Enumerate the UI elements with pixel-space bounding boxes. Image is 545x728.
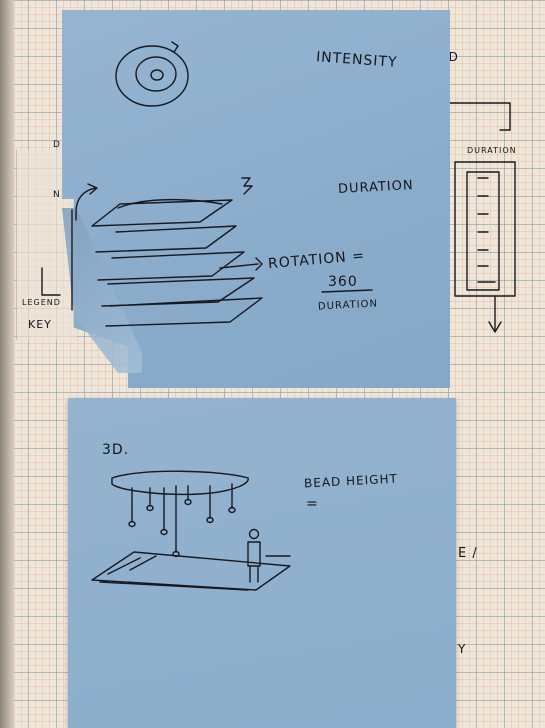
label-equals: =: [306, 496, 319, 512]
bead-installation-icon: [92, 471, 290, 590]
label-3d: 3D.: [102, 442, 129, 458]
